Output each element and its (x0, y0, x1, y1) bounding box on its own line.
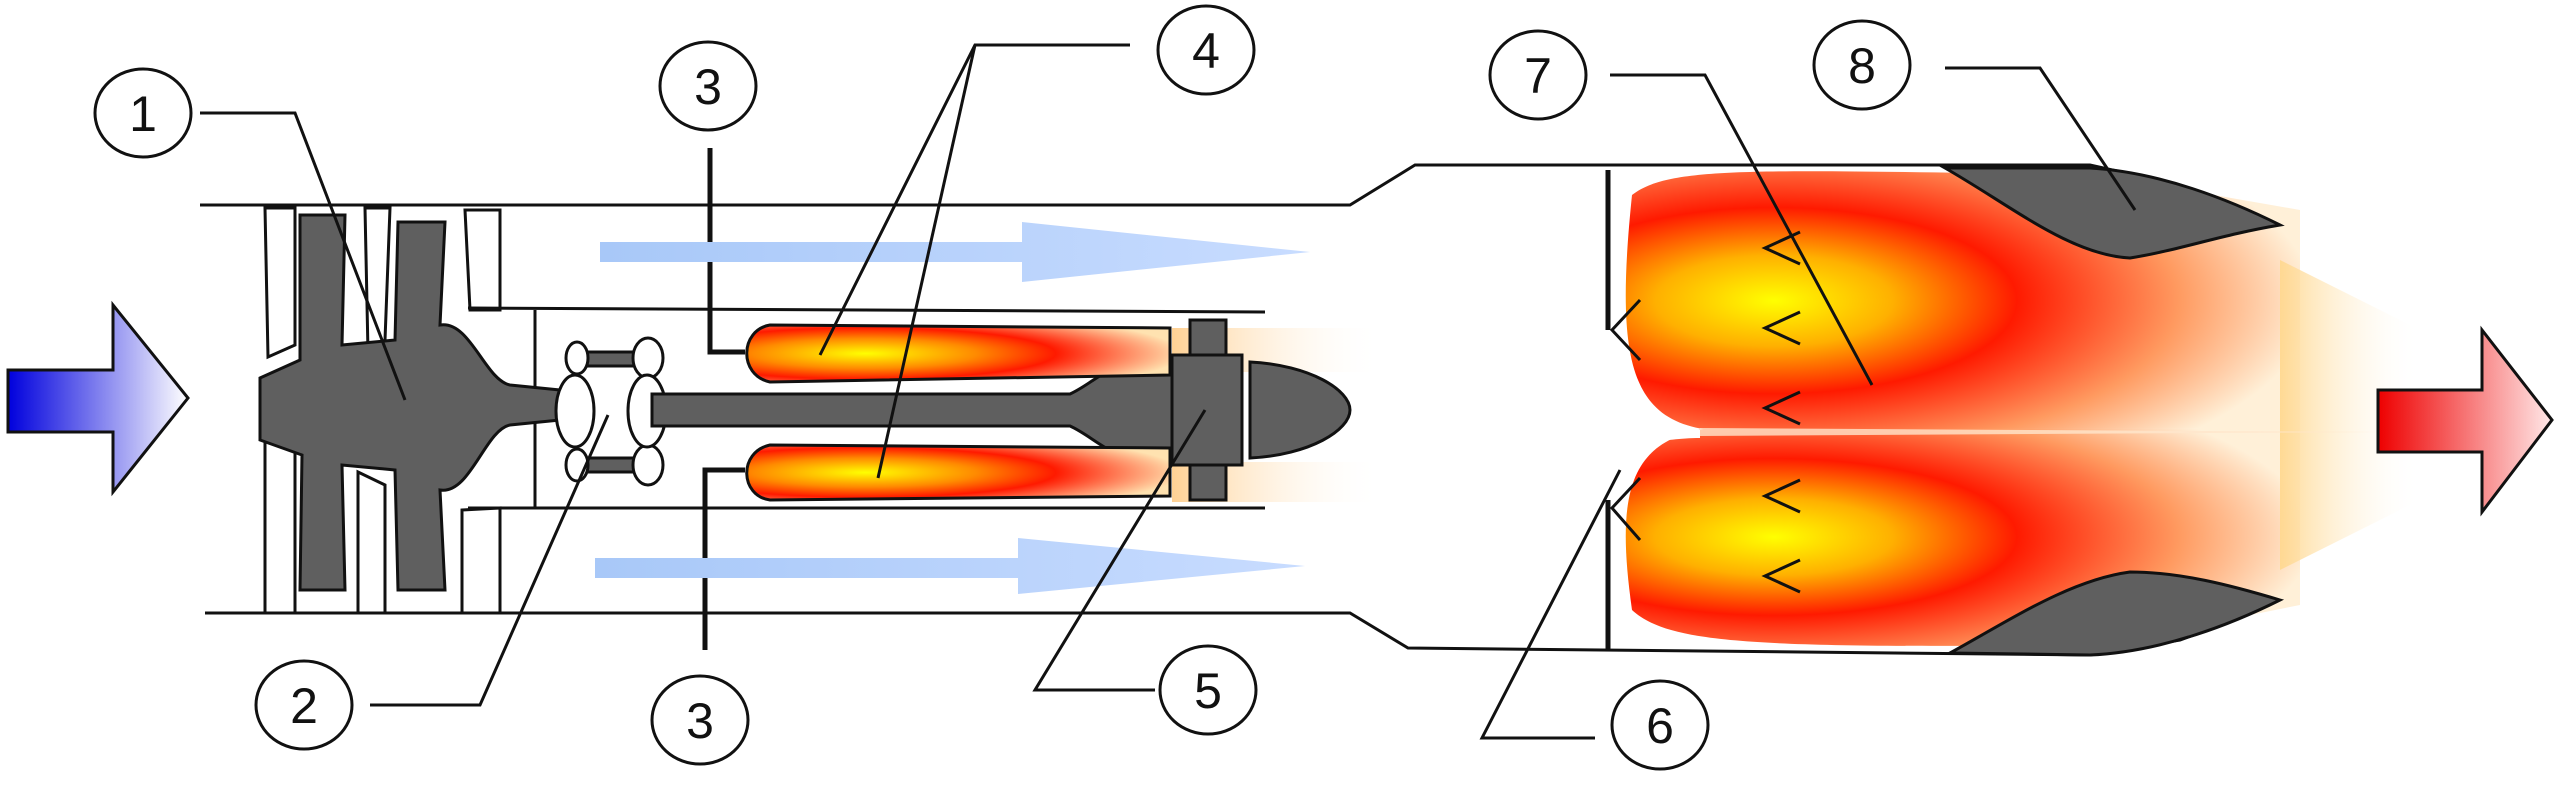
fuel-line-upper (707, 148, 745, 355)
combustion-chamber-lower (745, 443, 1172, 502)
bypass-duct-upper (467, 306, 1266, 314)
callout-2: 2 (254, 659, 354, 751)
leader-lines (200, 43, 2137, 740)
accessory-drive (554, 336, 668, 487)
callout-label: 6 (1646, 698, 1674, 754)
exhaust-airflow-arrow (2376, 325, 2554, 517)
fuel-line-lower (702, 467, 745, 650)
callout-1: 1 (93, 67, 193, 159)
callout-7: 7 (1488, 29, 1588, 121)
callout-label: 5 (1194, 663, 1222, 719)
callout-label: 1 (129, 86, 157, 142)
fan-rotor (258, 213, 562, 592)
inlet-airflow-arrow (6, 300, 190, 497)
bypass-airflow-lower (595, 538, 1305, 594)
flame-chevrons (1761, 230, 1801, 594)
callout-label: 3 (694, 59, 722, 115)
flame-holders (1605, 170, 1642, 650)
afterburner-flame (1615, 171, 2420, 646)
callout-label: 2 (290, 678, 318, 734)
turbine (1170, 318, 1352, 502)
bypass-airflow-upper (600, 222, 1310, 282)
nozzle-flap-upper (1939, 166, 2285, 260)
callout-4: 4 (1156, 4, 1256, 96)
callout-5: 5 (1158, 644, 1258, 736)
callout-6: 6 (1610, 679, 1710, 771)
callout-label: 3 (686, 693, 714, 749)
callout-8: 8 (1812, 19, 1912, 111)
callout-label: 4 (1192, 23, 1220, 79)
nozzle-flap-lower (1944, 570, 2285, 657)
combustion-chamber-upper (745, 323, 1172, 384)
callout-label: 7 (1524, 48, 1552, 104)
callout-3-upper: 3 (658, 40, 758, 132)
callout-3-lower: 3 (650, 674, 750, 766)
callout-label: 8 (1848, 38, 1876, 94)
